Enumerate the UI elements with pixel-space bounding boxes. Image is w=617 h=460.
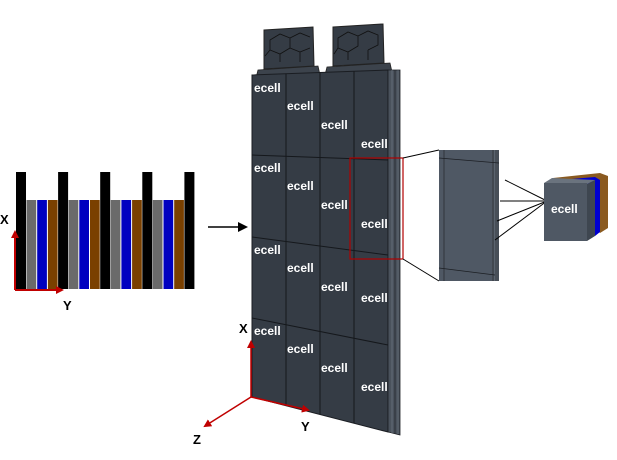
single-ecell-label: ecell [551,202,578,216]
anode-layer [90,200,100,289]
tab-left [255,26,321,79]
ecell-side [587,180,595,241]
tab-right [324,23,393,76]
zoom-connector-top [402,149,440,159]
module-cell-label: ecell [287,342,314,356]
module-cell-label: ecell [287,99,314,113]
current-collector-bar [16,172,26,289]
zoom-detail-view [438,150,500,281]
module-cell-label: ecell [287,261,314,275]
anode-layer [174,200,184,289]
module-axes: X Y Z [193,321,310,447]
current-collector-bar [58,172,69,289]
module-cell-label: ecell [254,324,281,338]
cathode-layer [110,200,121,289]
current-collector-bar [184,172,195,289]
ecell-top [544,178,595,184]
left-x-axis-label: X [0,212,9,227]
cathode-layer [26,200,37,289]
module-y-axis-label: Y [301,419,310,434]
module-cell-label: ecell [361,291,388,305]
separator-layer [37,200,47,289]
module-cell-label: ecell [361,217,388,231]
module-y-axis-arrow [250,396,310,413]
module-z-axis-label: Z [193,432,201,447]
zoom-connector-bottom [402,258,440,282]
module-z-axis-arrow [203,396,252,428]
current-collector-bar [142,172,153,289]
cathode-layer [68,200,79,289]
single-ecell: ecell [544,173,608,241]
module-cell-label: ecell [321,280,348,294]
left-y-axis-label: Y [63,298,72,313]
module-x-axis-label: X [239,321,248,336]
module-cell-label: ecell [321,118,348,132]
anode-layer [47,200,58,289]
anode-layer [132,200,142,289]
module-cell-label: ecell [361,137,388,151]
module-3d-view: ecell ecell ecell ecell ecell ecell ecell ecell… [251,23,401,436]
module-cell-label: ecell [321,198,348,212]
zoom-highlight-box [349,157,404,260]
left-cross-section [16,172,195,289]
module-cell-label: ecell [321,361,348,375]
cathode-layer [152,200,163,289]
module-cell-label: ecell [287,179,314,193]
module-cell-label: ecell [254,81,281,95]
module-cell-label: ecell [361,380,388,394]
separator-layer [79,200,89,289]
separator-layer [163,200,174,289]
layer-connectors [494,179,548,241]
separator-layer [121,200,132,289]
left-axes: X Y [0,212,72,313]
current-collector-bar [100,172,111,289]
module-cell-label: ecell [254,243,281,257]
ecell-front [544,183,587,241]
module-cell-label: ecell [254,161,281,175]
